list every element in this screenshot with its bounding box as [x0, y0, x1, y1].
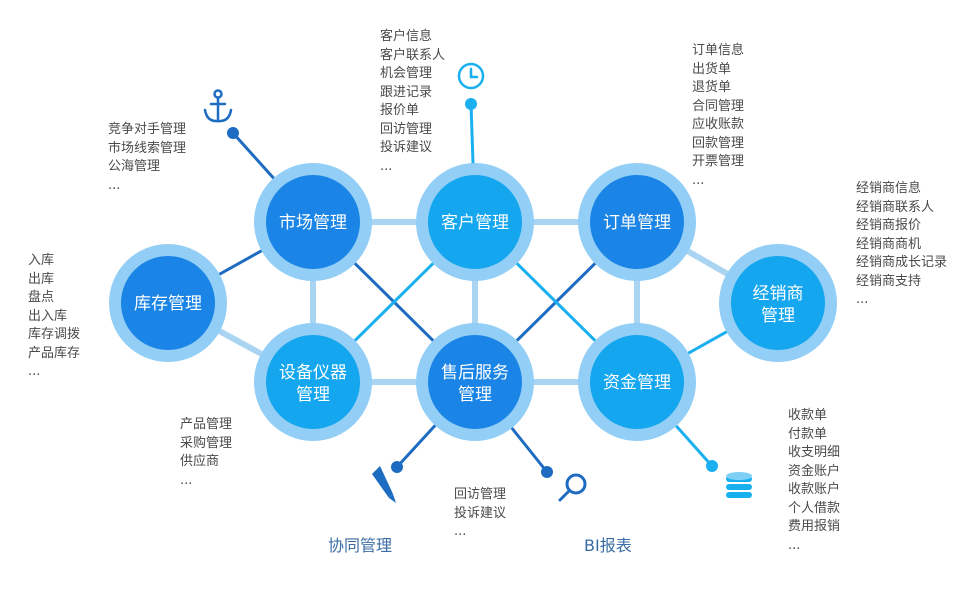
list-item: 经销商商机: [856, 236, 922, 252]
list-item: 产品管理: [180, 417, 233, 432]
list-item: 经销商联系人: [856, 199, 935, 215]
node-market[interactable]: 市场管理: [254, 163, 372, 281]
list-item: 收款账户: [788, 482, 841, 497]
collab-label: 协同管理: [328, 536, 393, 555]
list-item: ...: [180, 472, 193, 488]
list-item: 回访管理: [380, 121, 433, 137]
list-item: 出货单: [692, 61, 732, 77]
list-item: 费用报销: [788, 519, 841, 534]
list-item: 投诉建议: [380, 140, 433, 155]
dot-customer: [465, 98, 477, 110]
list-item: 经销商成长记录: [856, 255, 948, 270]
list-item: 报价单: [380, 103, 420, 118]
aftersale-feature-list: 回访管理 投诉建议 ...: [454, 486, 506, 542]
list-item: 投诉建议: [454, 505, 507, 521]
list-item: 开票管理: [692, 154, 745, 169]
node-order[interactable]: 订单管理: [578, 163, 696, 281]
node-equipment-label-2: 管理: [296, 385, 330, 405]
list-item: 库存调拨: [28, 327, 81, 342]
node-order-label: 订单管理: [603, 213, 671, 233]
magnifier-icon: [558, 473, 587, 502]
list-item: 收款单: [788, 408, 828, 423]
node-aftersale-label-2: 管理: [458, 385, 492, 405]
dot-coins: [706, 460, 718, 472]
node-equipment[interactable]: 设备仪器 管理: [254, 323, 372, 441]
list-item: ...: [788, 537, 801, 553]
list-item: 收支明细: [788, 445, 841, 460]
list-item: ...: [856, 292, 869, 307]
clock-icon: [457, 62, 485, 90]
node-distributor-label-1: 经销商: [753, 284, 804, 304]
list-item: 回款管理: [692, 135, 745, 151]
list-item: 出库: [28, 271, 55, 287]
dot-search: [541, 466, 553, 478]
customer-feature-list: 客户信息 客户联系人 机会管理 跟进记录 报价单 回访管理 投诉建议 ...: [380, 28, 445, 176]
list-item: 经销商报价: [856, 218, 922, 233]
list-item: 经销商信息: [856, 181, 922, 196]
node-customer-label: 客户管理: [441, 213, 509, 233]
list-item: 市场线索管理: [108, 140, 187, 156]
node-distributor[interactable]: 经销商 管理: [719, 244, 837, 362]
node-inventory[interactable]: 库存管理: [109, 244, 227, 362]
node-aftersale[interactable]: 售后服务 管理: [416, 323, 534, 441]
list-item: 竞争对手管理: [108, 122, 187, 137]
node-distributor-label-2: 管理: [761, 306, 795, 326]
list-item: 出入库: [28, 308, 68, 324]
list-item: 订单信息: [692, 43, 745, 58]
dot-market: [227, 127, 239, 139]
list-item: ...: [108, 177, 121, 193]
inventory-feature-list: 入库 出库 盘点 出入库 库存调拨 产品库存 ...: [28, 252, 80, 382]
list-item: 付款单: [788, 426, 828, 442]
node-funds-label: 资金管理: [603, 373, 671, 393]
list-item: 应收账款: [692, 117, 745, 132]
list-item: 经销商支持: [856, 273, 922, 289]
list-item: ...: [380, 158, 393, 174]
list-item: ...: [28, 364, 41, 379]
list-item: 资金账户: [788, 463, 841, 479]
list-item: ...: [692, 172, 705, 188]
market-feature-list: 竞争对手管理 市场线索管理 公海管理 ...: [108, 121, 186, 195]
list-item: 入库: [28, 253, 55, 268]
anchor-icon: [203, 89, 233, 123]
funds-feature-list: 收款单 付款单 收支明细 资金账户 收款账户 个人借款 费用报销 ...: [788, 407, 840, 555]
coins-icon: [726, 472, 752, 498]
tail-dots: [227, 98, 718, 478]
list-item: 个人借款: [788, 500, 841, 516]
list-item: 供应商: [180, 454, 220, 469]
list-item: 公海管理: [108, 159, 161, 174]
node-equipment-label-1: 设备仪器: [279, 363, 347, 383]
list-item: 产品库存: [28, 345, 81, 361]
node-aftersale-label-1: 售后服务: [441, 363, 509, 383]
node-funds[interactable]: 资金管理: [578, 323, 696, 441]
list-item: ...: [454, 524, 467, 539]
node-inventory-label: 库存管理: [134, 294, 202, 314]
list-item: 盘点: [28, 290, 55, 305]
list-item: 采购管理: [180, 435, 233, 451]
node-market-label: 市场管理: [279, 213, 347, 233]
list-item: 客户联系人: [380, 47, 446, 63]
equipment-feature-list: 产品管理 采购管理 供应商 ...: [180, 416, 232, 490]
bi-report-label: BI报表: [584, 536, 632, 555]
pencil-icon: [372, 466, 396, 503]
node-customer[interactable]: 客户管理: [416, 163, 534, 281]
order-feature-list: 订单信息 出货单 退货单 合同管理 应收账款 回款管理 开票管理 ...: [692, 42, 744, 190]
list-item: 回访管理: [454, 487, 507, 502]
list-item: 退货单: [692, 80, 732, 95]
list-item: 机会管理: [380, 66, 433, 81]
dot-pencil: [391, 461, 403, 473]
list-item: 跟进记录: [380, 84, 433, 100]
list-item: 客户信息: [380, 29, 433, 44]
distributor-feature-list: 经销商信息 经销商联系人 经销商报价 经销商商机 经销商成长记录 经销商支持 .…: [856, 180, 947, 310]
list-item: 合同管理: [692, 98, 745, 114]
